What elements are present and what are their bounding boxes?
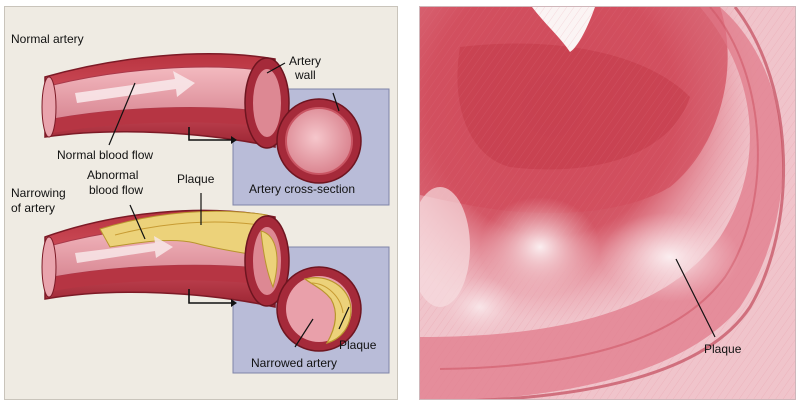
- artery-diagram-panel: Normal artery Artery wall Normal blood f…: [4, 6, 398, 400]
- label-normal-blood-flow: Normal blood flow: [57, 148, 153, 162]
- normal-cross-section: [276, 98, 362, 184]
- plaque-leader-line: [675, 258, 716, 338]
- label-abnormal-flow-line2: blood flow: [89, 183, 143, 197]
- label-narrowing-line1: Narrowing: [11, 186, 66, 200]
- micrograph-panel: Plaque: [419, 6, 796, 400]
- label-narrowing-line2: of artery: [11, 201, 55, 215]
- connector-arrow-narrowed: [188, 289, 231, 304]
- label-narrowed-artery: Narrowed artery: [251, 356, 337, 370]
- label-plaque-circle: Plaque: [339, 338, 377, 352]
- leader-lines: [108, 62, 350, 348]
- plaque-micrograph: Plaque: [420, 7, 795, 399]
- label-artery-cross-section: Artery cross-section: [249, 182, 355, 196]
- artery-diagram: Normal artery Artery wall Normal blood f…: [11, 32, 390, 374]
- label-abnormal-flow-line1: Abnormal: [87, 168, 138, 182]
- narrowed-artery-tube: [41, 209, 290, 308]
- label-artery-wall-line1: Artery: [289, 54, 321, 68]
- label-plaque-tube: Plaque: [177, 172, 215, 186]
- label-artery-wall-line2: wall: [294, 68, 316, 82]
- narrowed-cross-section: [276, 266, 362, 352]
- connector-arrow-normal: [188, 127, 231, 141]
- label-plaque-micrograph: Plaque: [704, 342, 742, 356]
- label-normal-artery: Normal artery: [11, 32, 84, 46]
- normal-artery-tube: [41, 53, 290, 149]
